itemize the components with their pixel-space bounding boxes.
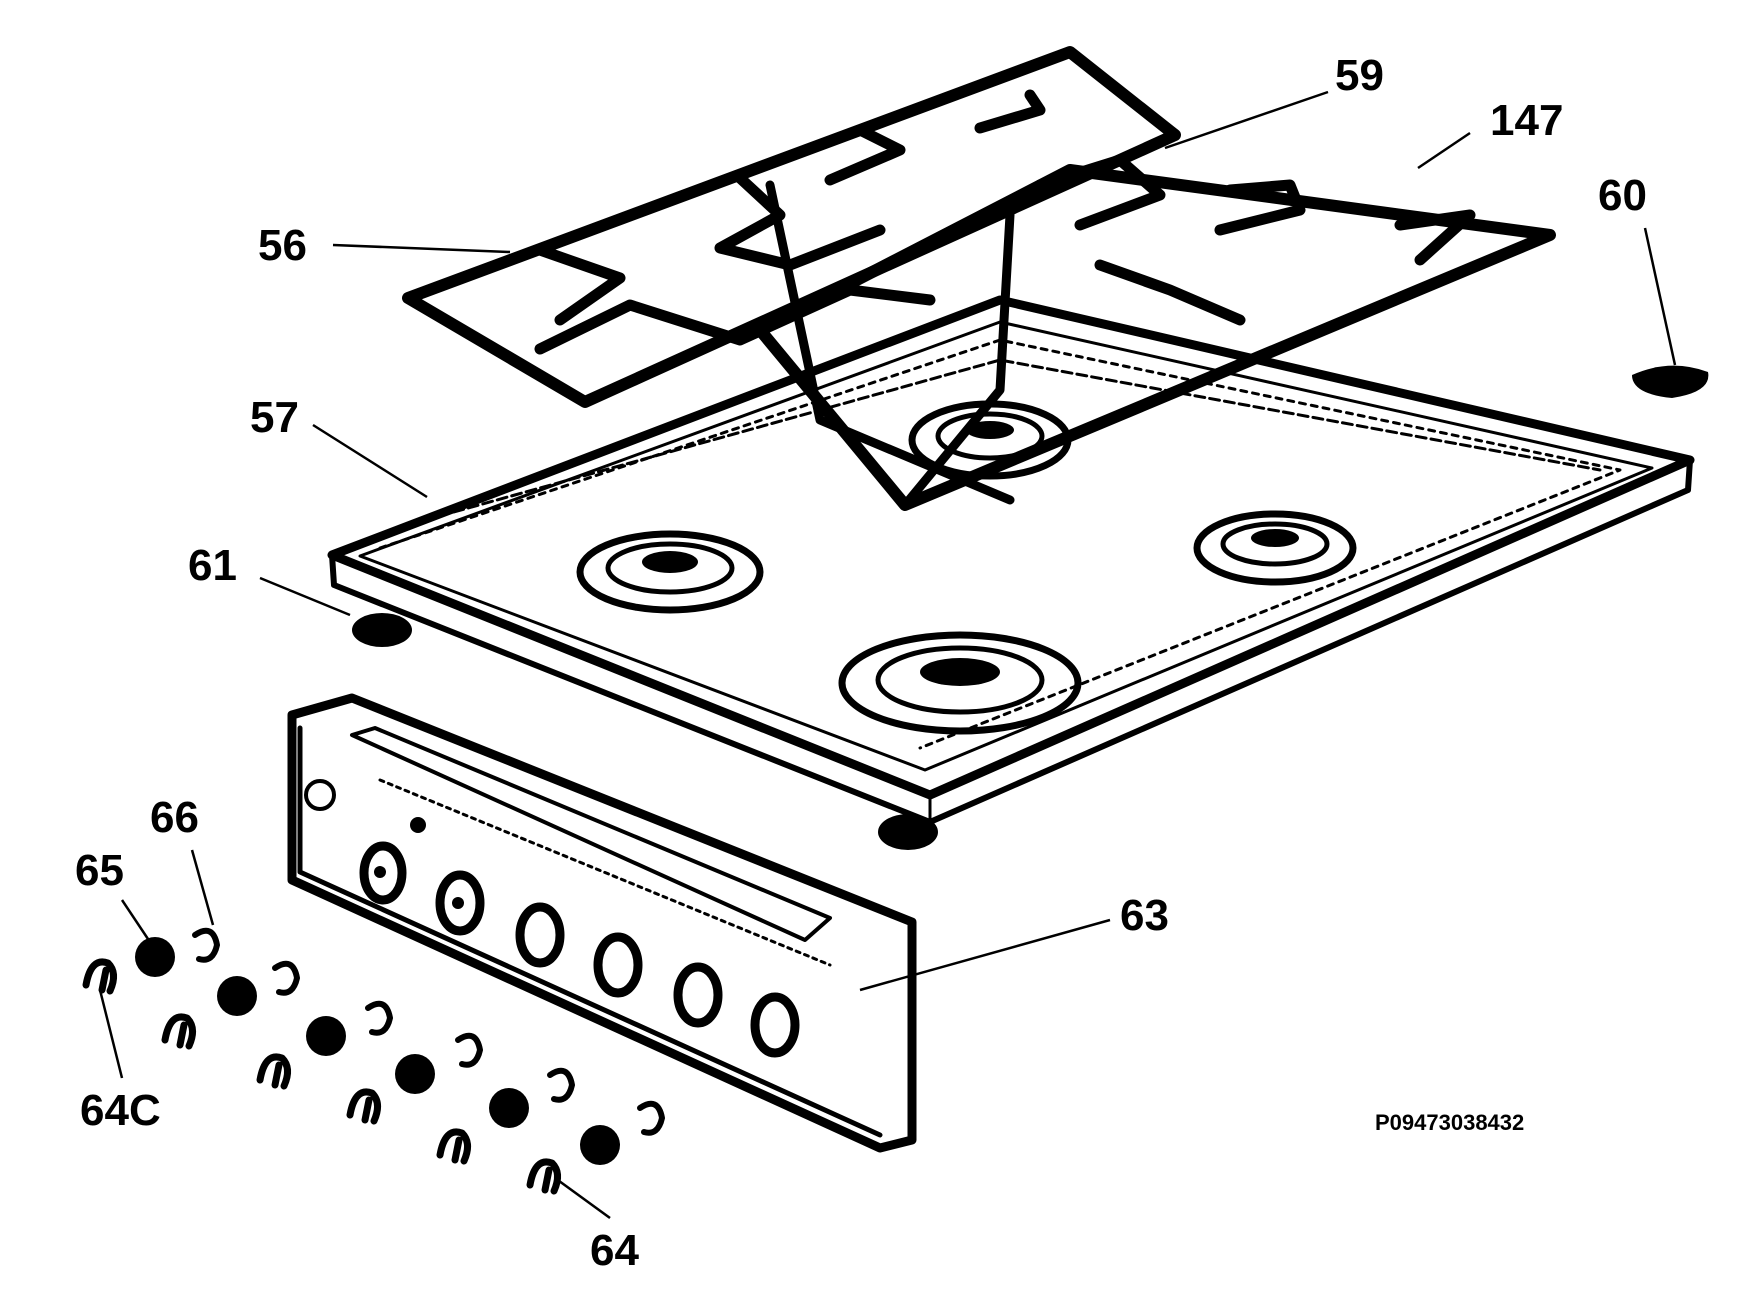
drawing-code: P09473038432 [1375, 1110, 1524, 1135]
leader-lines [98, 90, 1677, 1220]
rubber-foot-rear-right [1632, 365, 1709, 398]
callout-56: 56 [258, 221, 307, 270]
callout-66: 66 [150, 793, 199, 842]
callout-65: 65 [75, 846, 124, 895]
callout-63: 63 [1120, 891, 1169, 940]
callout-61: 61 [188, 541, 237, 590]
burner-front-center [838, 631, 1082, 735]
callout-64c: 64C [80, 1086, 161, 1135]
pan-support-right [754, 154, 1556, 511]
callout-147: 147 [1490, 96, 1563, 145]
callout-59: 59 [1335, 51, 1384, 100]
callout-60: 60 [1598, 171, 1647, 220]
callout-labels: 56 57 59 60 61 63 64 64C 65 66 147 [75, 51, 1647, 1275]
knob-springs [192, 927, 665, 1136]
burner-front-right [1193, 510, 1357, 586]
callout-57: 57 [250, 393, 299, 442]
rubber-foot-front-right [878, 814, 938, 850]
burner-front-left [576, 530, 764, 614]
callout-64: 64 [590, 1226, 639, 1275]
pan-support-left [402, 46, 1181, 505]
control-knobs [135, 937, 620, 1165]
rubber-foot-front-left [352, 613, 412, 647]
knob-clips [82, 958, 561, 1195]
control-panel [287, 693, 917, 1153]
